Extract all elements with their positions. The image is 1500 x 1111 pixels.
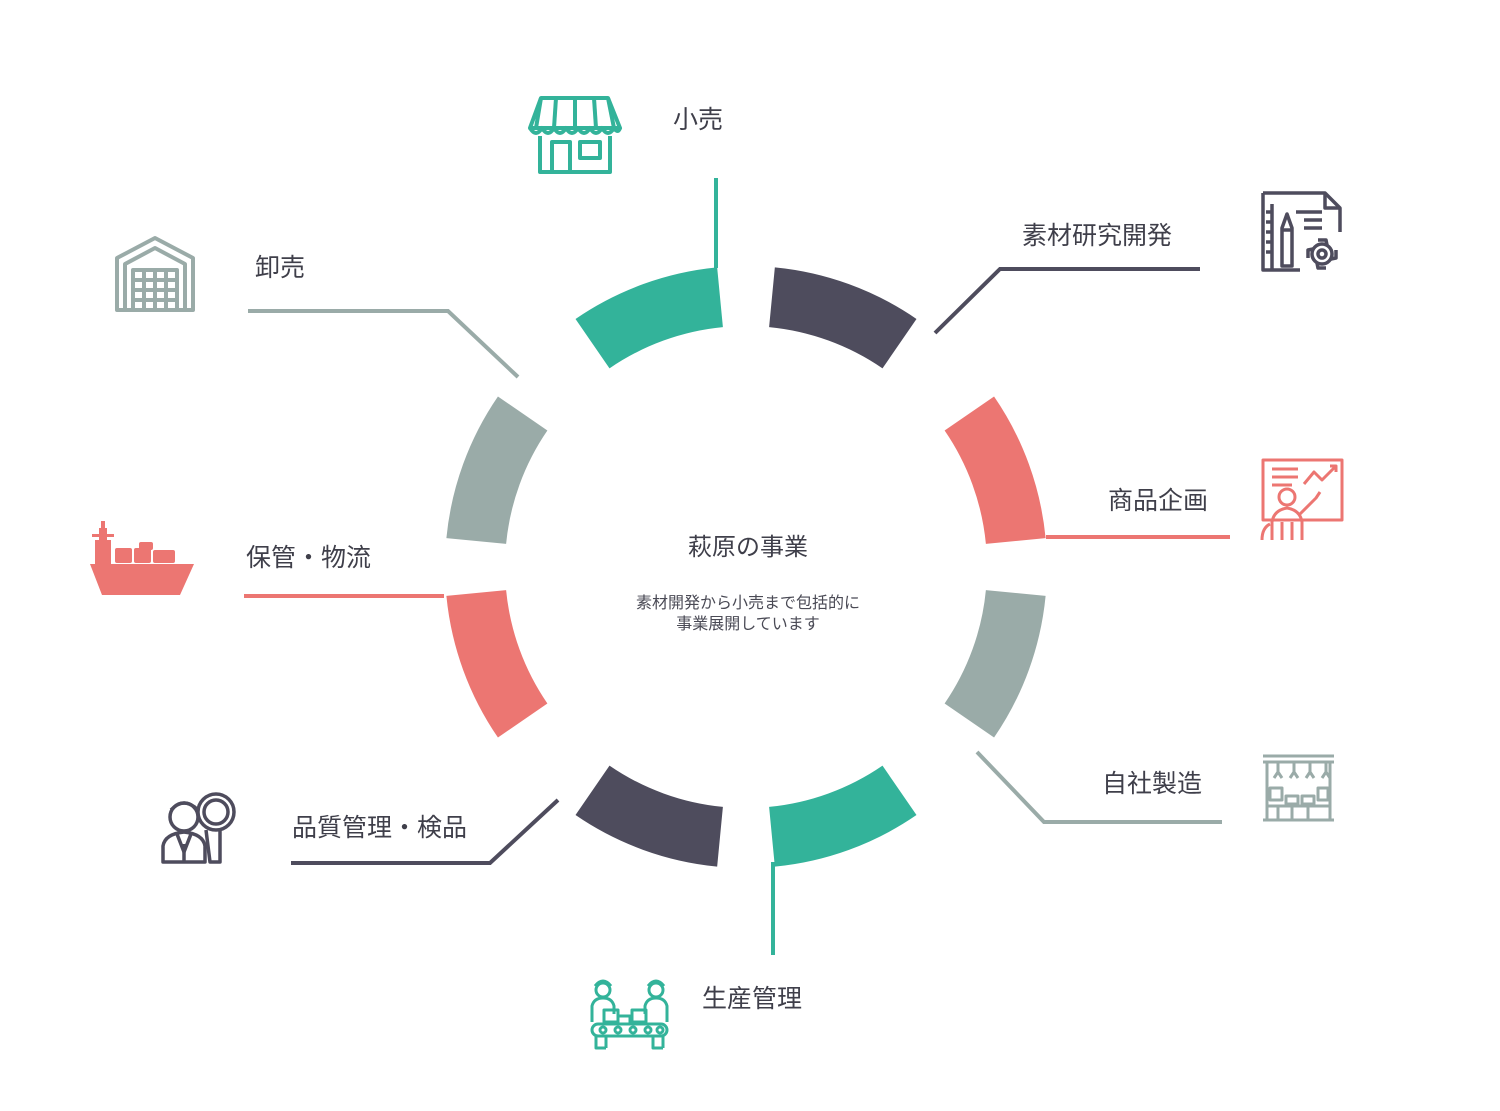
workers-conveyor-icon	[590, 979, 669, 1050]
node-label-qc: 品質管理・検品	[292, 813, 467, 842]
factory-line-icon	[1263, 754, 1334, 822]
center-title: 萩原の事業	[688, 533, 808, 561]
ring-segment-rnd	[769, 267, 917, 369]
node-label-wholesale: 卸売	[255, 253, 305, 282]
ring-segment-manufacturing	[944, 590, 1046, 738]
connector-rnd	[933, 267, 1200, 335]
ring-segment-wholesale	[446, 396, 548, 544]
blueprint-gear-icon	[1261, 191, 1342, 272]
connector-qc	[291, 798, 560, 865]
ring-segment-retail	[575, 267, 723, 369]
node-label-manufacturing: 自社製造	[1102, 769, 1202, 798]
ring-segment-planning	[944, 396, 1046, 544]
presentation-icon	[1260, 458, 1344, 541]
connector-manufacturing	[975, 750, 1222, 824]
inspector-magnifier-icon	[161, 792, 236, 864]
node-label-planning: 商品企画	[1108, 486, 1208, 515]
node-label-rnd: 素材研究開発	[1022, 221, 1172, 250]
ring-segment-logistics	[446, 590, 548, 738]
ring	[446, 267, 1046, 867]
center-subtitle-line2: 事業展開しています	[676, 614, 820, 633]
node-label-production: 生産管理	[702, 984, 802, 1013]
center-subtitle-line1: 素材開発から小売まで包括的に	[636, 593, 860, 612]
warehouse-icon	[115, 236, 195, 312]
node-label-logistics: 保管・物流	[246, 543, 371, 572]
ring-segment-qc	[575, 765, 723, 867]
store-icon	[528, 96, 622, 174]
ring-segment-production	[769, 765, 917, 867]
cargo-ship-icon	[90, 521, 194, 595]
connector-wholesale	[248, 309, 520, 379]
node-label-retail: 小売	[673, 105, 723, 134]
